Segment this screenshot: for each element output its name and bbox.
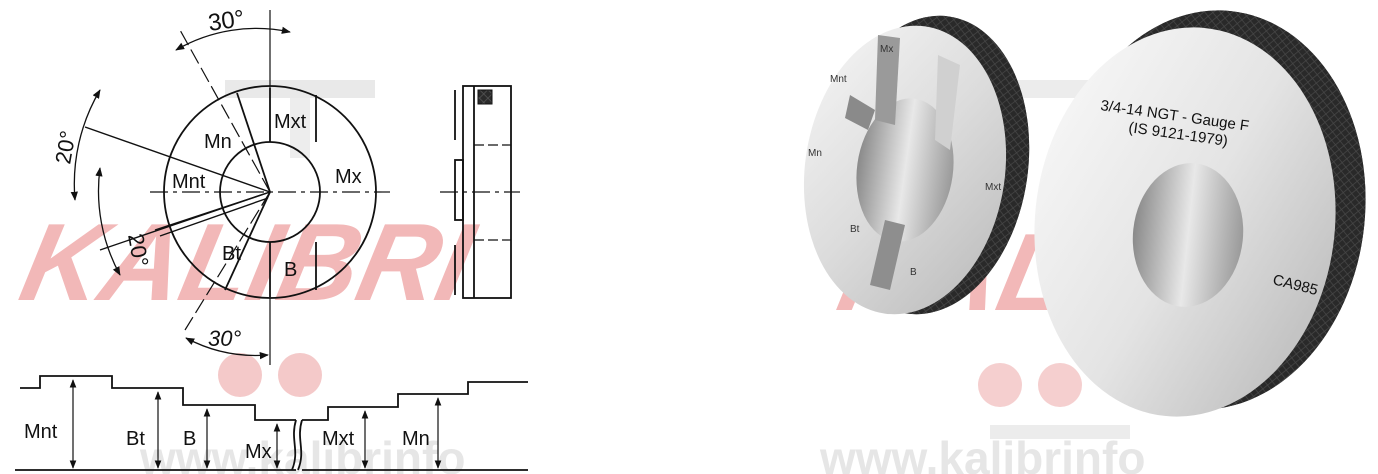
sector-mx: Mx — [335, 166, 362, 188]
angle-left-lower-label: 20° — [123, 232, 153, 269]
sector-mnt: Mnt — [172, 171, 206, 193]
sector-mn: Mn — [204, 131, 232, 153]
sector-mxt: Mxt — [274, 111, 307, 133]
left-ring-label-bt: Bt — [850, 224, 860, 235]
angle-left-upper-label: 20° — [50, 129, 80, 166]
watermark-left: KALIBRI www.kalibrinfo — [11, 80, 486, 474]
angle-top-label: 30° — [206, 5, 246, 37]
profile-label-bt: Bt — [126, 428, 145, 450]
left-ring-label-mnt: Mnt — [830, 74, 847, 85]
profile-label-mx: Mx — [245, 441, 272, 463]
profile-labels: Mnt Bt B Mx Mxt Mn — [24, 421, 430, 463]
profile-view — [15, 375, 528, 471]
watermark-site-left: www.kalibrinfo — [139, 432, 465, 474]
right-ring-photo: 3/4-14 NGT - Gauge F (IS 9121-1979) CA98… — [1034, 10, 1366, 417]
front-view — [70, 10, 390, 365]
front-view-labels: 30° 20° 20° 30° Mn Mxt Mnt Mx Bt B — [50, 5, 361, 351]
left-ring-label-b: B — [910, 267, 917, 278]
left-ring-photo: Mx Mnt Mn Mxt Bt B — [803, 15, 1030, 315]
left-ring-label-mxt: Mxt — [985, 182, 1001, 193]
left-ring-label-mx: Mx — [880, 44, 893, 55]
profile-label-mxt: Mxt — [322, 428, 355, 450]
profile-label-mnt: Mnt — [24, 421, 58, 443]
sector-b: B — [284, 259, 297, 281]
side-view — [440, 85, 520, 299]
profile-label-b: B — [183, 428, 196, 450]
left-ring-label-mn: Mn — [808, 148, 822, 159]
watermark-brand-left: KALIBRI — [11, 200, 485, 324]
profile-label-mn: Mn — [402, 428, 430, 450]
watermark-site-right: www.kalibrinfo — [819, 432, 1145, 474]
angle-bottom-label: 30° — [208, 326, 241, 351]
sector-bt: Bt — [222, 243, 241, 265]
